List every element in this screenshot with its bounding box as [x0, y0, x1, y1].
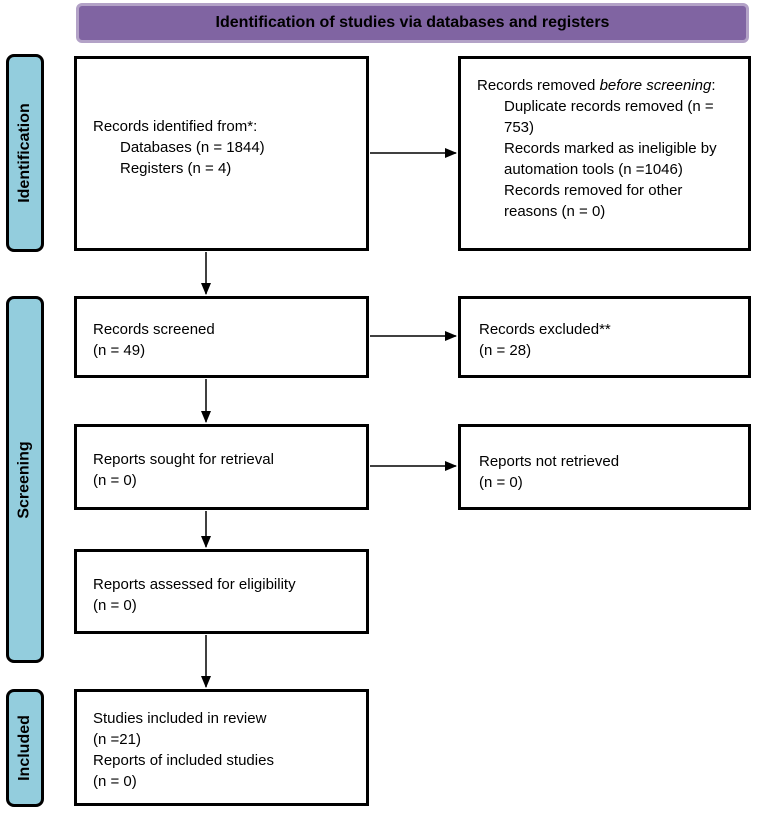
- studies-included-box: Studies included in review (n =21) Repor…: [74, 689, 369, 806]
- studies-included-label: Studies included in review: [93, 710, 267, 727]
- records-excluded-label: Records excluded**: [479, 321, 611, 338]
- records-screened-label: Records screened: [93, 321, 215, 338]
- reports-assessed-label: Reports assessed for eligibility: [93, 576, 296, 593]
- records-removed-box: Records removed before screening: Duplic…: [458, 56, 751, 251]
- records-screened-box: Records screened (n = 49): [74, 296, 369, 378]
- stage-screening: Screening: [6, 296, 44, 663]
- stage-included: Included: [6, 689, 44, 807]
- records-screened-count: (n = 49): [93, 342, 146, 359]
- reports-included-label: Reports of included studies: [93, 752, 274, 769]
- records-identified-box: Records identified from*: Databases (n =…: [74, 56, 369, 251]
- reports-sought-count: (n = 0): [93, 472, 137, 489]
- stage-identification: Identification: [6, 54, 44, 252]
- reports-sought-label: Reports sought for retrieval: [93, 451, 274, 468]
- records-identified-heading: Records identified from*:: [93, 118, 258, 135]
- registers-count: Registers (n = 4): [120, 160, 232, 177]
- other-removed-records: Records removed for other reasons (n = 0…: [504, 182, 683, 220]
- reports-sought-box: Reports sought for retrieval (n = 0): [74, 424, 369, 510]
- duplicate-records-removed: Duplicate records removed (n = 753): [504, 98, 714, 136]
- ineligible-records: Records marked as ineligible by automati…: [504, 140, 717, 178]
- records-excluded-count: (n = 28): [479, 342, 532, 359]
- reports-included-count: (n = 0): [93, 773, 137, 790]
- reports-assessed-count: (n = 0): [93, 597, 137, 614]
- records-excluded-box: Records excluded** (n = 28): [458, 296, 751, 378]
- reports-assessed-box: Reports assessed for eligibility (n = 0): [74, 549, 369, 634]
- studies-included-count: (n =21): [93, 731, 141, 748]
- databases-count: Databases (n = 1844): [120, 139, 265, 156]
- records-removed-heading: Records removed before screening:: [477, 77, 716, 94]
- reports-not-retrieved-count: (n = 0): [479, 474, 523, 491]
- flow-header: Identification of studies via databases …: [76, 3, 749, 43]
- flow-header-title: Identification of studies via databases …: [215, 14, 610, 31]
- reports-not-retrieved-label: Reports not retrieved: [479, 453, 620, 470]
- reports-not-retrieved-box: Reports not retrieved (n = 0): [458, 424, 751, 510]
